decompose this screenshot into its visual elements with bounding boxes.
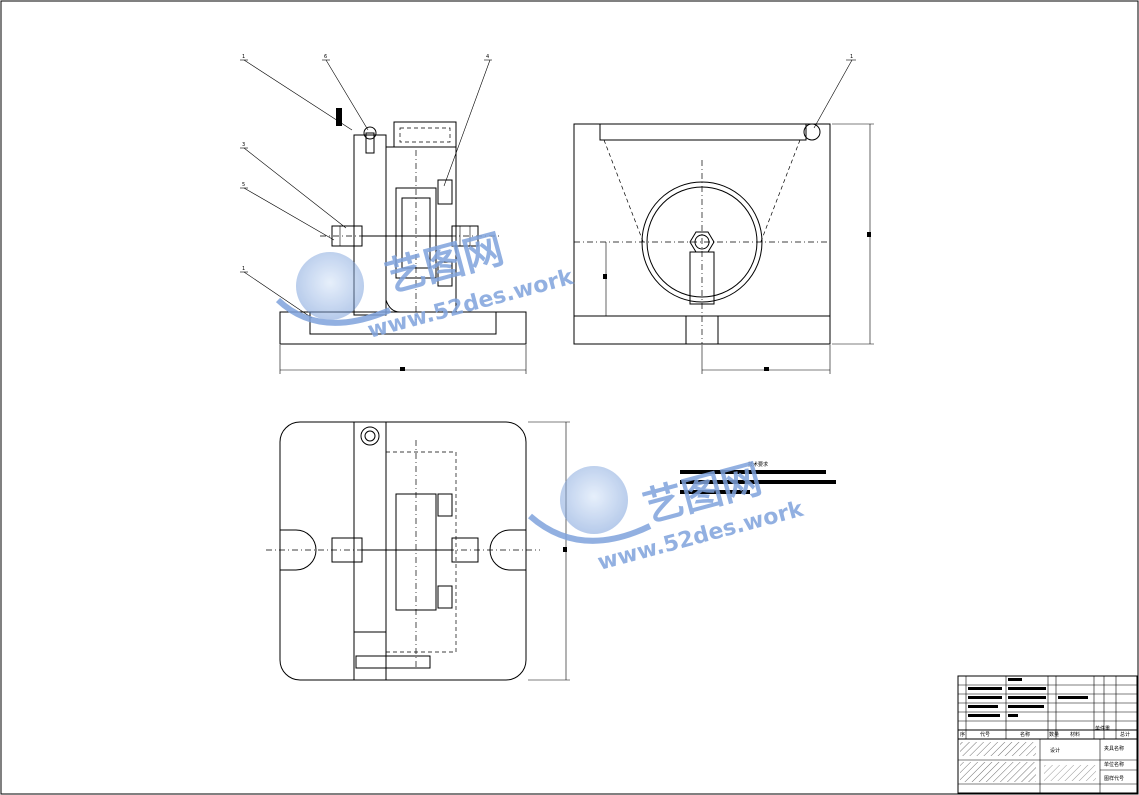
side-view: 1 bbox=[573, 54, 874, 374]
tb-header-material: 材料 bbox=[1070, 731, 1080, 738]
top-view bbox=[266, 421, 570, 681]
part-label-4: 4 bbox=[486, 54, 489, 60]
tb-company: 单位名称 bbox=[1104, 761, 1124, 768]
part-label-6: 6 bbox=[324, 54, 327, 60]
tb-header-code: 代号 bbox=[980, 731, 990, 738]
front-section-view: 1 6 4 3 5 1 bbox=[240, 54, 527, 374]
part-label-1b: 1 bbox=[242, 266, 245, 272]
tb-header-qty: 数量 bbox=[1049, 731, 1059, 738]
part-label-1: 1 bbox=[242, 54, 245, 60]
tb-header-total: 总计 bbox=[1120, 731, 1130, 738]
tb-fixture-name: 夹具名称 bbox=[1104, 745, 1124, 752]
tb-header-name: 名称 bbox=[1020, 731, 1030, 738]
watermark-2: 艺图网 www.52des.work bbox=[528, 456, 807, 576]
tb-header-seq: 序 bbox=[960, 731, 965, 738]
tb-design: 设计 bbox=[1050, 747, 1060, 754]
part-label-3: 3 bbox=[242, 142, 245, 148]
notes-title: 技术要求 bbox=[748, 461, 768, 468]
tb-header-unit-weight: 单件重 bbox=[1095, 725, 1110, 732]
watermark-1: 艺图网 www.52des.work bbox=[275, 226, 577, 344]
title-block: 序 代号 名称 数量 材料 单件重 总计 设计 夹具名称 单位名称 图样代号 bbox=[957, 675, 1138, 794]
technical-notes: 技术要求 bbox=[680, 461, 836, 494]
part-label-1c: 1 bbox=[850, 54, 853, 60]
tb-drawing-no: 图样代号 bbox=[1104, 775, 1124, 782]
part-label-5: 5 bbox=[242, 182, 245, 188]
